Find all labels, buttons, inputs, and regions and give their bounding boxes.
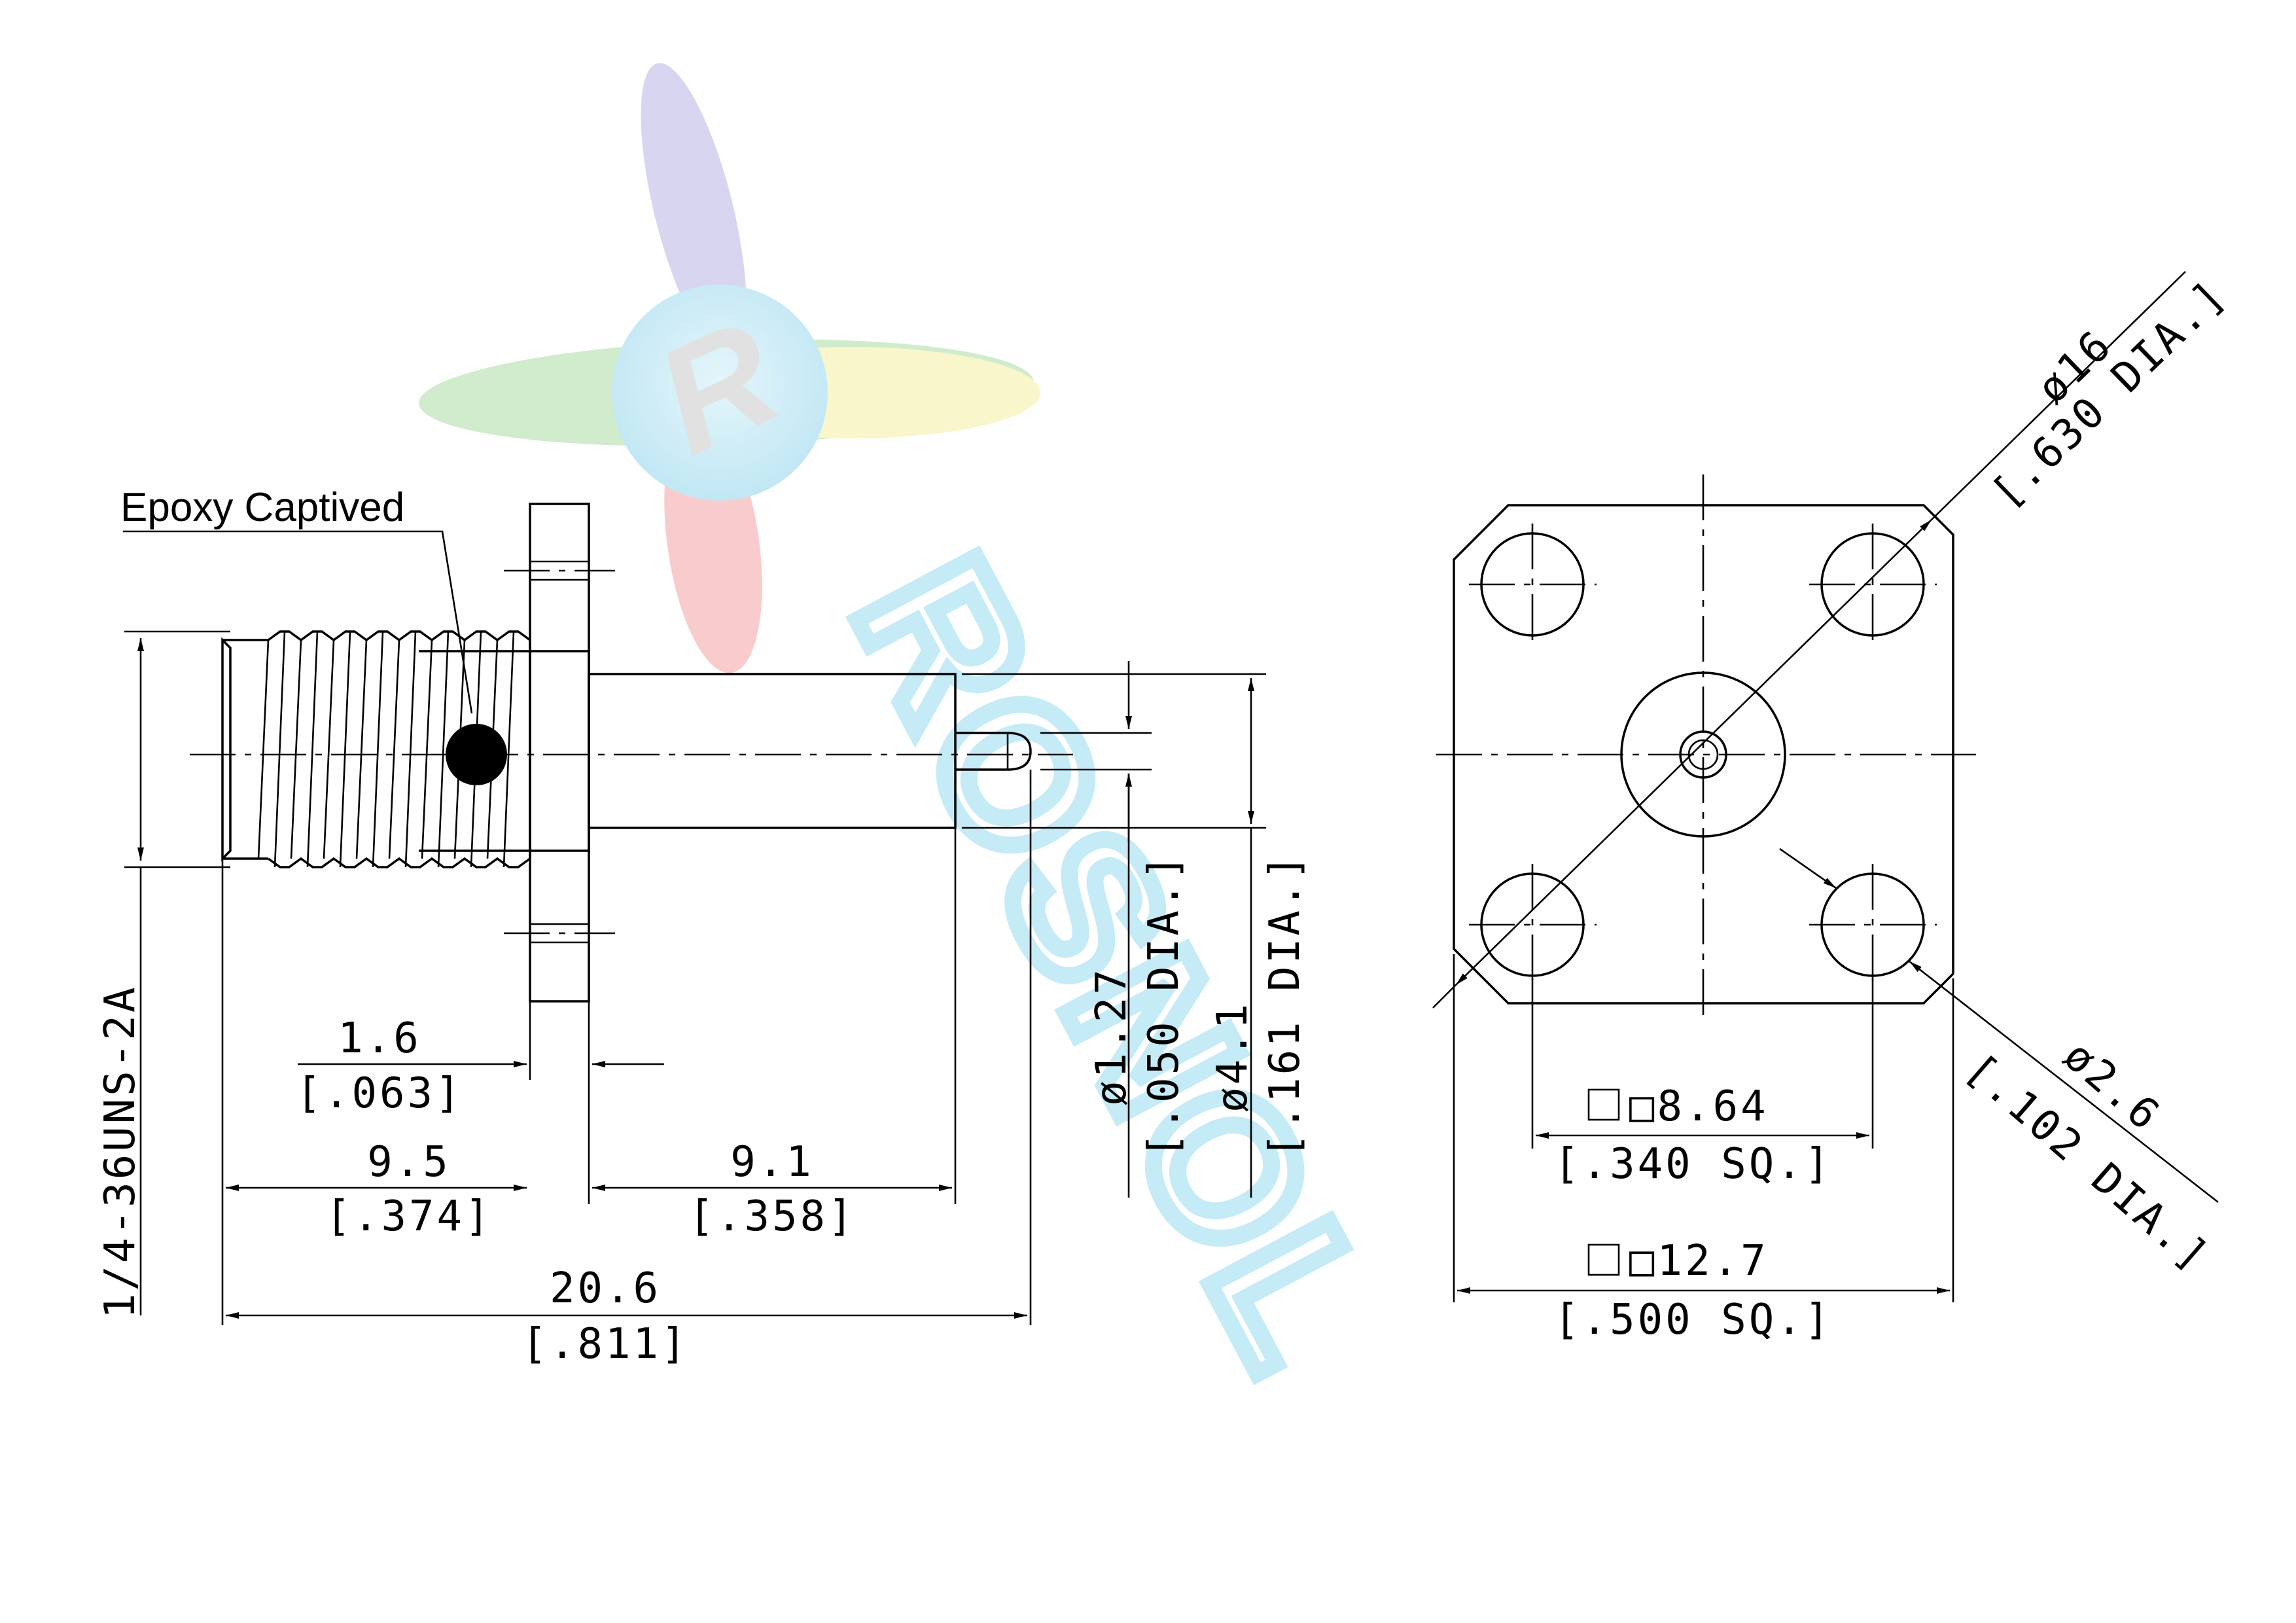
overall-length-mm: 20.6 — [550, 1264, 661, 1313]
watermark-logo: R — [419, 63, 1040, 673]
watermark-text: ROSNOL — [813, 525, 1420, 1404]
body-length-mm: 9.1 — [730, 1138, 814, 1186]
flange-thickness-inch: [.063] — [296, 1069, 463, 1118]
side-view: Epoxy Captived 1/4-36UNS-2A 1.6 [.063] 9… — [96, 485, 1309, 1368]
thread-length-inch: [.374] — [325, 1192, 492, 1241]
square-flange-outline — [1453, 504, 1954, 1005]
epoxy-captived-label: Epoxy Captived — [120, 485, 404, 530]
hole-spacing-inch: [.340 SQ.] — [1554, 1140, 1832, 1188]
hole-spacing-mm: □8.64 — [1629, 1082, 1769, 1131]
thread-spec-label: 1/4-36UNS-2A — [96, 985, 145, 1319]
flange-size-inch: [.500 SQ.] — [1554, 1296, 1832, 1344]
pin-diameter-mm: ø1.27 — [1087, 967, 1136, 1106]
body-diameter-mm: ø4.1 — [1209, 1001, 1257, 1113]
front-view: ø16 [.630 DIA.] ø2.6 [.102 DIA.] □8.64 [… — [1432, 270, 2236, 1344]
flange — [504, 503, 615, 1003]
rear-body — [588, 673, 957, 829]
body-length-inch: [.358] — [688, 1192, 855, 1241]
overall-length-inch: [.811] — [521, 1320, 688, 1368]
flange-thickness-mm: 1.6 — [338, 1014, 421, 1063]
body-diameter-inch: [.161 DIA.] — [1261, 852, 1309, 1158]
thread-length-mm: 9.5 — [367, 1138, 451, 1186]
pin-diameter-inch: [.050 DIA.] — [1140, 852, 1188, 1158]
flange-size-mm: □12.7 — [1629, 1237, 1769, 1285]
bolt-circle-inch: [.630 DIA.] — [1983, 270, 2236, 518]
center-pin — [955, 732, 1032, 771]
